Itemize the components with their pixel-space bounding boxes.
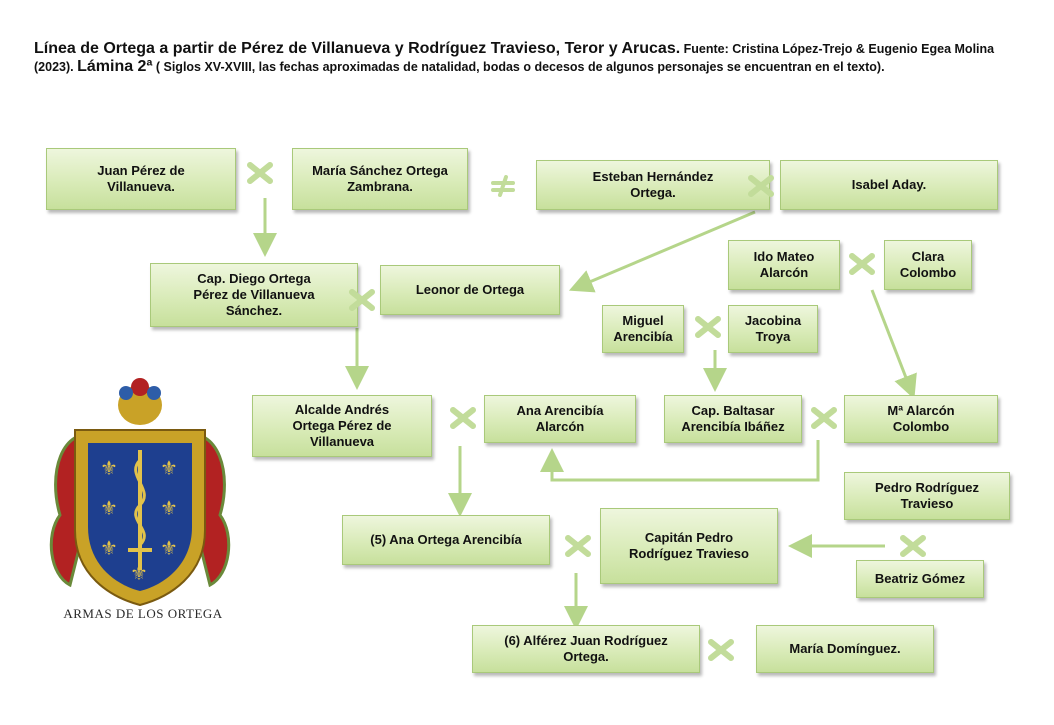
header-title: Línea de Ortega a partir de Pérez de Vil… xyxy=(34,40,681,57)
person-label: Beatriz Gómez xyxy=(874,571,966,586)
person-label: Clara Colombo xyxy=(899,249,957,280)
svg-text:⚜: ⚜ xyxy=(100,536,118,560)
header-note: ( Siglos XV-XVIII, las fechas aproximada… xyxy=(155,60,885,74)
svg-text:⚜: ⚜ xyxy=(100,496,118,520)
person-label: Juan Pérez de Villanueva. xyxy=(97,163,185,194)
person-clara[interactable]: Clara Colombo xyxy=(884,240,972,290)
marriage-cross-icon xyxy=(748,175,774,197)
person-label: Alcalde Andrés Ortega Pérez de Villanuev… xyxy=(292,402,392,449)
marriage-cross-icon xyxy=(695,316,721,338)
person-label: (6) Alférez Juan Rodríguez Ortega. xyxy=(504,633,668,664)
person-label: Cap. Diego Ortega Pérez de Villanueva Sá… xyxy=(193,271,315,318)
person-miguel[interactable]: Miguel Arencibía xyxy=(602,305,684,353)
marriage-cross-icon xyxy=(450,407,476,429)
person-esteban[interactable]: Esteban Hernández Ortega. xyxy=(536,160,770,210)
not-equal-icon xyxy=(491,175,515,197)
marriage-cross-icon xyxy=(247,162,273,184)
svg-text:⚜: ⚜ xyxy=(130,561,148,585)
person-baltasar[interactable]: Cap. Baltasar Arencibía Ibáñez xyxy=(664,395,802,443)
person-label: Pedro Rodríguez Travieso xyxy=(874,480,979,511)
arrow-isabel-to-leonor xyxy=(568,210,756,293)
header-source: Fuente: Cristina López-Trejo & Eugenio E… xyxy=(34,42,995,74)
person-maria-sanchez[interactable]: María Sánchez Ortega Zambrana. xyxy=(292,148,468,210)
person-label: Capitán Pedro Rodríguez Travieso xyxy=(629,530,749,561)
person-label: Esteban Hernández Ortega. xyxy=(592,169,714,200)
person-label: Jacobina Troya xyxy=(744,313,802,344)
coat-of-arms-icon: ⚜ ⚜ ⚜ ⚜ ⚜ ⚜ ⚜ xyxy=(49,378,231,607)
person-juan-rodriguez[interactable]: (6) Alférez Juan Rodríguez Ortega. xyxy=(472,625,700,673)
person-label: Ana Arencibía Alarcón xyxy=(516,403,604,434)
person-label: María Sánchez Ortega Zambrana. xyxy=(312,163,448,194)
person-juan-perez[interactable]: Juan Pérez de Villanueva. xyxy=(46,148,236,210)
person-leonor[interactable]: Leonor de Ortega xyxy=(380,265,560,315)
person-andres[interactable]: Alcalde Andrés Ortega Pérez de Villanuev… xyxy=(252,395,432,457)
person-label: Ido Mateo Alarcón xyxy=(753,249,815,280)
marriage-cross-icon xyxy=(565,535,591,557)
person-diego[interactable]: Cap. Diego Ortega Pérez de Villanueva Sá… xyxy=(150,263,358,327)
svg-text:⚜: ⚜ xyxy=(160,496,178,520)
person-label: Leonor de Ortega xyxy=(415,282,525,297)
person-ana-ortega[interactable]: (5) Ana Ortega Arencibía xyxy=(342,515,550,565)
person-label: Mª Alarcón Colombo xyxy=(887,403,955,434)
svg-text:⚜: ⚜ xyxy=(160,456,178,480)
svg-text:⚜: ⚜ xyxy=(100,456,118,480)
person-pedro-rt[interactable]: Pedro Rodríguez Travieso xyxy=(844,472,1010,520)
person-label: Miguel Arencibía xyxy=(613,313,673,344)
arrow-baltasar-to-ana-arencibia xyxy=(540,440,820,482)
person-ana-arencibia[interactable]: Ana Arencibía Alarcón xyxy=(484,395,636,443)
marriage-cross-icon xyxy=(811,407,837,429)
marriage-cross-icon xyxy=(900,535,926,557)
person-jacobina[interactable]: Jacobina Troya xyxy=(728,305,818,353)
header-plate: Lámina 2ª xyxy=(77,58,153,75)
person-label: Cap. Baltasar Arencibía Ibáñez xyxy=(681,403,785,434)
arrow-clara-to-ma-alarcon xyxy=(870,289,917,400)
svg-text:⚜: ⚜ xyxy=(160,536,178,560)
person-label: María Domínguez. xyxy=(789,641,901,656)
person-ido[interactable]: Ido Mateo Alarcón xyxy=(728,240,840,290)
marriage-cross-icon xyxy=(849,253,875,275)
person-label: Isabel Aday. xyxy=(851,177,927,192)
person-isabel[interactable]: Isabel Aday. xyxy=(780,160,998,210)
header: Línea de Ortega a partir de Pérez de Vil… xyxy=(34,40,1034,76)
person-maria-dominguez[interactable]: María Domínguez. xyxy=(756,625,934,673)
person-beatriz[interactable]: Beatriz Gómez xyxy=(856,560,984,598)
person-capitan-pedro[interactable]: Capitán Pedro Rodríguez Travieso xyxy=(600,508,778,584)
person-ma-alarcon[interactable]: Mª Alarcón Colombo xyxy=(844,395,998,443)
marriage-cross-icon xyxy=(708,639,734,661)
person-label: (5) Ana Ortega Arencibía xyxy=(370,532,522,547)
marriage-cross-icon xyxy=(349,289,375,311)
coat-of-arms-caption: ARMAS DE LOS ORTEGA xyxy=(63,606,223,621)
